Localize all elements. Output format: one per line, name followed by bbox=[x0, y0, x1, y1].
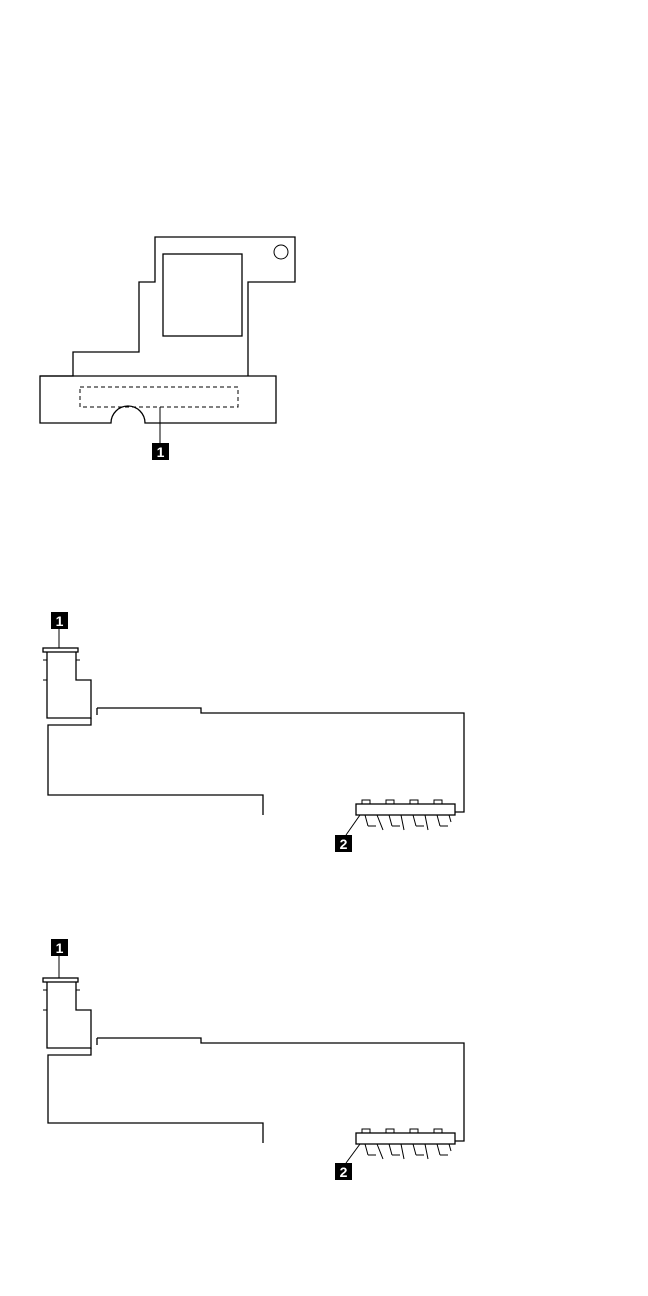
left-connector bbox=[43, 978, 91, 1048]
connector-dashed-area bbox=[80, 387, 238, 407]
callout-label: 1 bbox=[157, 444, 165, 460]
callout-marker-1: 1 bbox=[152, 443, 169, 460]
figure-cable-bottom: 1 2 bbox=[43, 939, 464, 1180]
connector-bar-outline bbox=[40, 376, 276, 423]
callout-leader-2 bbox=[346, 815, 360, 835]
callout-marker-1: 1 bbox=[51, 939, 68, 956]
callout-label: 1 bbox=[56, 940, 64, 956]
callout-marker-1: 1 bbox=[51, 612, 68, 629]
right-connector bbox=[356, 1129, 455, 1159]
board-outline bbox=[40, 237, 295, 376]
callout-label: 2 bbox=[340, 1164, 348, 1180]
figure-cable-middle: 1 2 bbox=[43, 612, 464, 852]
right-connector bbox=[356, 800, 455, 830]
cable-outline-upper bbox=[97, 708, 464, 812]
callout-label: 1 bbox=[56, 613, 64, 629]
callout-leader-2 bbox=[346, 1144, 360, 1163]
left-connector bbox=[43, 648, 91, 718]
cable-outline-upper bbox=[97, 1038, 464, 1141]
chip-outline bbox=[163, 254, 242, 336]
callout-marker-2: 2 bbox=[335, 835, 352, 852]
cable-outline bbox=[48, 1048, 263, 1143]
mounting-hole-icon bbox=[274, 245, 288, 259]
cable-outline bbox=[48, 718, 263, 815]
figure-board-top: 1 bbox=[40, 237, 295, 460]
callout-label: 2 bbox=[340, 836, 348, 852]
callout-marker-2: 2 bbox=[335, 1163, 352, 1180]
